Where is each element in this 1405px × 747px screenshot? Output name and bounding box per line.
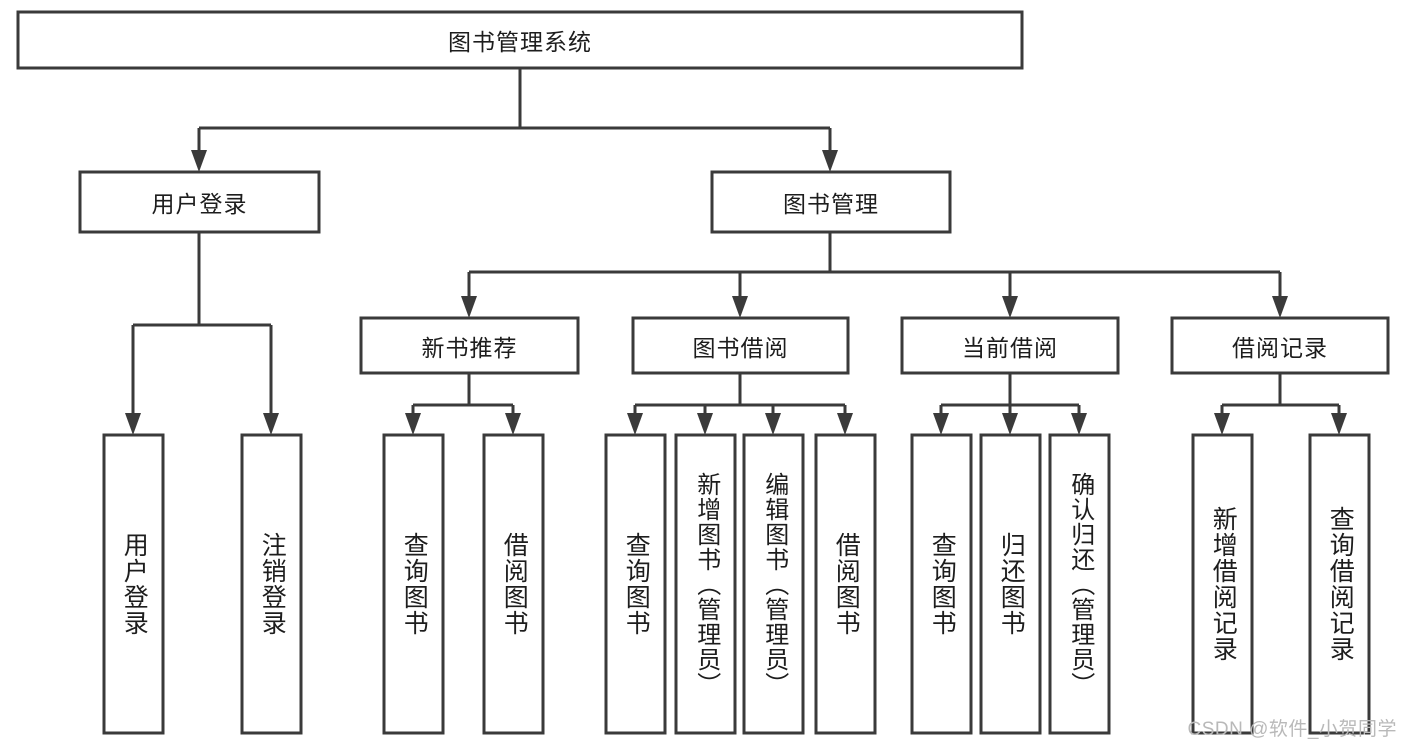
connector-root-to-level2 <box>191 68 838 172</box>
node-book-borrow[interactable] <box>631 316 850 375</box>
node-leaf-confirm-return-admin[interactable] <box>1048 433 1111 735</box>
node-leaf-return-book[interactable] <box>979 433 1042 735</box>
node-leaf-borrow-book-recommend[interactable] <box>482 433 545 735</box>
node-leaf-logout[interactable] <box>240 433 303 735</box>
connector-book-borrow-to-leaves <box>627 373 853 435</box>
node-book-management[interactable] <box>710 170 952 234</box>
node-leaf-edit-book-admin[interactable] <box>742 433 805 735</box>
node-current-borrow[interactable] <box>900 316 1120 375</box>
node-new-book-recommend[interactable] <box>359 316 580 375</box>
node-user-login[interactable] <box>78 170 321 234</box>
connector-borrow-record-to-leaves <box>1214 373 1347 435</box>
node-root-book-management-system[interactable] <box>16 10 1024 70</box>
node-borrow-record[interactable] <box>1170 316 1390 375</box>
node-leaf-query-book-current[interactable] <box>910 433 973 735</box>
node-leaf-borrow-book[interactable] <box>814 433 877 735</box>
node-leaf-query-book-recommend[interactable] <box>382 433 445 735</box>
node-leaf-query-book-borrow[interactable] <box>604 433 667 735</box>
node-leaf-add-borrow-record[interactable] <box>1191 433 1254 735</box>
connector-book-mgmt-to-level3 <box>461 232 1288 318</box>
node-leaf-add-book-admin[interactable] <box>674 433 737 735</box>
node-leaf-query-borrow-record[interactable] <box>1308 433 1371 735</box>
connector-current-borrow-to-leaves <box>933 373 1087 435</box>
node-leaf-user-login[interactable] <box>102 433 165 735</box>
connector-new-book-to-leaves <box>405 373 521 435</box>
connector-user-login-to-leaves <box>125 232 279 435</box>
